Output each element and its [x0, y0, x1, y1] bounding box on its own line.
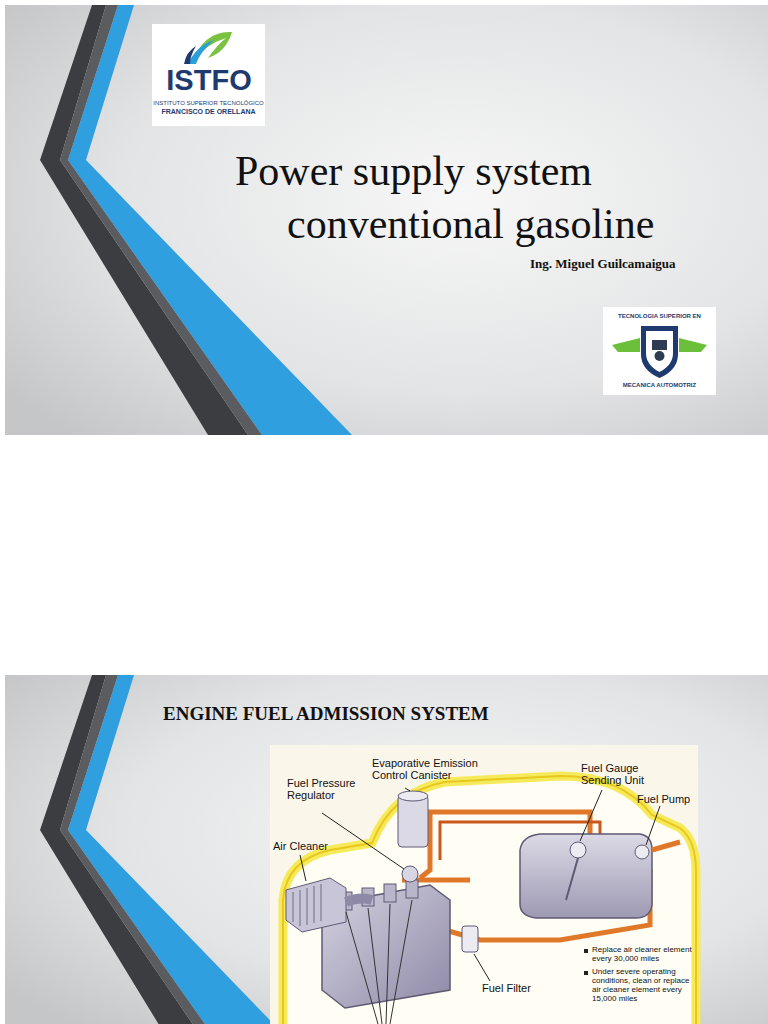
- program-logo-part: [641, 326, 678, 378]
- fuel-system-illustration-part: [398, 791, 428, 801]
- logo-wordmark: ISTFO: [155, 64, 263, 96]
- program-logo-part: [612, 338, 640, 352]
- maintenance-note: Under severe operating conditions, clean…: [584, 968, 696, 1004]
- slide-background-part: [60, 675, 262, 1024]
- program-logo: [603, 307, 716, 395]
- fuel-system-illustration-part: [402, 866, 418, 882]
- part-label: Fuel Pressure Regulator: [287, 777, 372, 802]
- part-label: Fuel Pump: [637, 793, 690, 805]
- fuel-system-illustration-part: [384, 884, 396, 902]
- fuel-system-illustration-part: [406, 880, 418, 898]
- logo-subtext: INSTITUTO SUPERIOR TECNOLÓGICO: [153, 100, 264, 107]
- fuel-system-illustration-part: [570, 842, 586, 858]
- fuel-system-illustration-part: [520, 834, 652, 918]
- fuel-system-illustration-part: [283, 776, 696, 1024]
- slide-background-part: [5, 5, 768, 435]
- fuel-system-illustration-part: [462, 926, 478, 952]
- part-label: Fuel Gauge Sending Unit: [581, 762, 671, 787]
- fuel-system-illustration-part: [652, 842, 680, 850]
- program-logo-part: [679, 338, 707, 352]
- leader-line-part: [405, 788, 410, 791]
- fuel-system-illustration-part: [566, 858, 578, 900]
- fuel-system-illustration: [270, 745, 698, 1024]
- slide-title: Power supply system conventional gasolin…: [235, 145, 735, 250]
- part-label: Fuel Filter: [482, 982, 531, 994]
- logo-subtext: TECNOLOGIA SUPERIOR EN: [605, 313, 714, 320]
- institute-logo-part: [152, 24, 265, 126]
- fuel-system-illustration-part: [398, 795, 428, 847]
- leader-line-part: [474, 954, 490, 981]
- author-name: Ing. Miguel Guilcamaigua: [530, 257, 676, 272]
- part-label: Air Cleaner: [273, 840, 328, 852]
- slide-background: [5, 675, 768, 1024]
- program-logo-part: [655, 351, 665, 361]
- slide-background: [5, 5, 768, 435]
- institute-logo-part: [184, 46, 196, 64]
- slide-heading: ENGINE FUEL ADMISSION SYSTEM: [163, 703, 489, 724]
- leader-line-part: [646, 806, 660, 845]
- fuel-system-illustration-part: [286, 878, 346, 932]
- leader-line-part: [580, 790, 602, 841]
- leader-line-part: [300, 855, 306, 881]
- maintenance-note: Replace air cleaner element every 30,000…: [584, 946, 696, 964]
- institute-logo: [152, 24, 265, 126]
- program-logo-part: [646, 331, 673, 372]
- program-logo-part: [603, 307, 716, 395]
- fuel-system-illustration-part: [635, 845, 649, 859]
- fuel-system-illustration-part: [346, 898, 372, 902]
- leader-line-part: [322, 813, 404, 869]
- logo-subtext: FRANCISCO DE ORELLANA: [153, 108, 264, 116]
- slide-background-part: [5, 675, 768, 1024]
- program-logo-part: [652, 340, 667, 350]
- fuel-system-illustration-part: [270, 745, 698, 1024]
- part-label: Evaporative Emission Control Canister: [372, 757, 497, 782]
- fuel-system-illustration-part: [283, 776, 696, 1024]
- fuel-system-illustration-part: [293, 884, 321, 926]
- logo-subtext: MECANICA AUTOMOTRIZ: [605, 382, 714, 389]
- fuel-system-illustration-part: [346, 900, 412, 1024]
